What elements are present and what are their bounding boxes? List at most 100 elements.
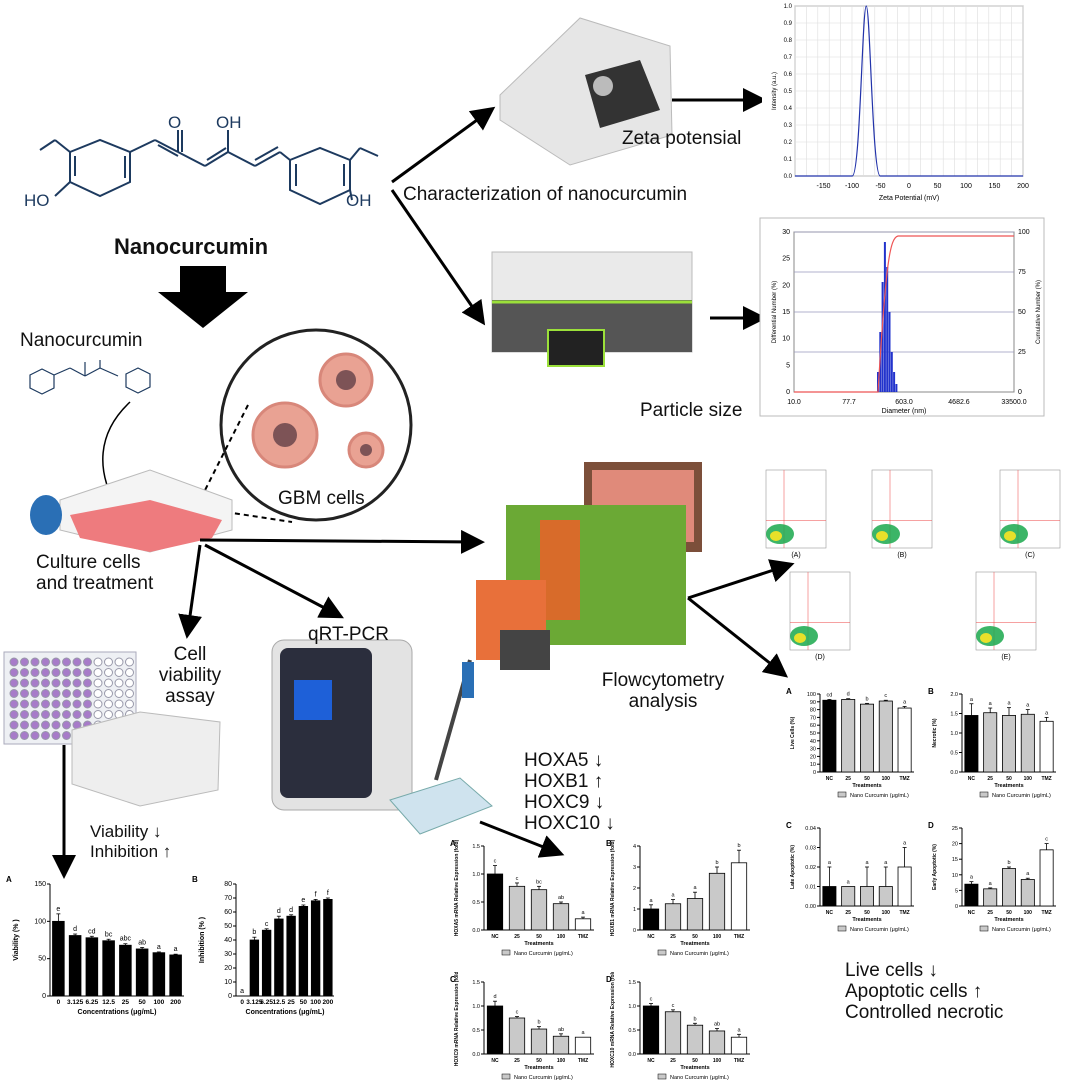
- bar: [983, 712, 998, 773]
- significance-letter: cd: [88, 928, 96, 935]
- y-tick-label: 0.0: [472, 1052, 480, 1058]
- x-tick-label: 25: [845, 910, 851, 916]
- necrotic-chart: B0.00.51.01.52.0aNCa25a50a100aTMZTreatme…: [928, 687, 1056, 799]
- bar: [169, 954, 182, 997]
- significance-letter: a: [865, 860, 869, 866]
- size-ytick-right: 25: [1018, 349, 1026, 356]
- y-axis-label: Inhibition (% ): [199, 917, 206, 963]
- y-axis-label: Late Apoptotic (%): [790, 845, 796, 889]
- y-tick-label: 10: [810, 762, 816, 768]
- bar: [286, 915, 296, 997]
- y-tick-label: 0.5: [472, 900, 480, 906]
- x-tick-label: TMZ: [899, 910, 909, 916]
- x-tick-label: TMZ: [899, 776, 909, 782]
- significance-letter: a: [1007, 701, 1011, 707]
- bar: [1039, 849, 1054, 907]
- significance-letter: d: [847, 692, 850, 698]
- y-axis-label: HOXC9 mRNA Relative Expression (fold): [454, 972, 460, 1066]
- x-tick-label: 50: [1006, 776, 1012, 782]
- bar: [730, 862, 748, 931]
- x-tick-label: 50: [300, 999, 308, 1006]
- y-tick-label: 60: [224, 909, 232, 916]
- significance-letter: d: [493, 994, 496, 1000]
- y-tick-label: 0: [813, 770, 816, 776]
- bar: [686, 898, 704, 931]
- panel-letter: D: [928, 821, 934, 830]
- size-bar: [886, 267, 889, 392]
- significance-letter: a: [671, 893, 675, 899]
- x-tick-label: 25: [670, 934, 676, 940]
- particle-size-label: Particle size: [640, 400, 743, 421]
- bar: [964, 883, 979, 907]
- bar: [860, 703, 874, 773]
- zeta-ylabel: Intensity (a.u.): [772, 72, 778, 110]
- y-tick-label: 40: [810, 739, 816, 745]
- bar: [841, 886, 856, 907]
- y-tick-label: 0.5: [628, 1028, 636, 1034]
- y-tick-label: 1.0: [472, 872, 480, 878]
- x-tick-label: 25: [514, 934, 520, 940]
- x-axis-label: Treatments: [524, 1065, 553, 1071]
- significance-letter: a: [581, 1030, 585, 1036]
- significance-letter: ab: [138, 939, 146, 946]
- significance-letter: a: [649, 898, 653, 904]
- size-ytick-right: 50: [1018, 309, 1026, 316]
- zeta-xtick: 0: [907, 183, 911, 190]
- x-tick-label: TMZ: [578, 934, 588, 940]
- hoxc10-chart: D0.00.51.01.5cNCc25b50ab100aTMZTreatment…: [606, 972, 750, 1081]
- panel-letter: D: [606, 975, 612, 984]
- zeta-label: Zeta potensial: [622, 128, 742, 149]
- bar: [1002, 715, 1016, 773]
- bar: [878, 700, 893, 773]
- y-tick-label: 100: [34, 918, 46, 925]
- size-xtick: 77.7: [842, 399, 856, 406]
- bar: [261, 929, 272, 997]
- size-bar: [893, 372, 896, 392]
- panel-letter: B: [192, 875, 198, 884]
- x-tick-label: NC: [968, 776, 976, 782]
- x-axis-label: Treatments: [994, 783, 1023, 789]
- significance-letter: d: [289, 907, 293, 914]
- panel-letter: A: [6, 875, 12, 884]
- significance-letter: f: [315, 891, 317, 898]
- bar: [686, 1024, 704, 1055]
- genes-label: HOXA5 ↓HOXB1 ↑HOXC9 ↓HOXC10 ↓: [524, 750, 615, 834]
- zeta-ytick: 0.3: [784, 123, 793, 129]
- legend-label: Nano Curcumin (μg/mL): [850, 793, 909, 799]
- y-tick-label: 2.0: [950, 692, 958, 698]
- x-tick-label: 100: [713, 1058, 722, 1064]
- zeta-xtick: -100: [845, 183, 859, 190]
- x-axis-label: Treatments: [852, 917, 881, 923]
- x-tick-label: 50: [692, 934, 698, 940]
- bar: [52, 920, 65, 997]
- bar: [530, 1028, 548, 1055]
- y-tick-label: 70: [810, 715, 816, 721]
- legend-label: Nano Curcumin (μg/mL): [992, 927, 1051, 933]
- y-axis-label: Viability (% ): [13, 919, 20, 961]
- significance-letter: a: [970, 697, 974, 703]
- bar: [102, 940, 115, 997]
- x-tick-label: TMZ: [1041, 910, 1051, 916]
- significance-letter: c: [672, 1003, 675, 1009]
- size-ytick-left: 25: [782, 256, 790, 263]
- y-tick-label: 1: [633, 907, 636, 913]
- x-tick-label: 3.125: [67, 999, 84, 1006]
- big-down-arrow: [158, 266, 248, 328]
- x-axis-label: Treatments: [852, 783, 881, 789]
- y-tick-label: 25: [952, 826, 958, 832]
- zeta-xtick: 100: [960, 183, 972, 190]
- bar: [135, 948, 149, 997]
- bar: [1020, 879, 1035, 907]
- bar: [68, 935, 82, 997]
- significance-letter: c: [1045, 837, 1048, 843]
- zeta-xtick: -50: [875, 183, 885, 190]
- x-tick-label: TMZ: [734, 934, 744, 940]
- x-tick-label: NC: [826, 910, 834, 916]
- size-ytick-left: 5: [786, 362, 790, 369]
- significance-letter: b: [693, 1016, 696, 1022]
- bar: [323, 898, 333, 997]
- panel-letter: A: [450, 839, 456, 848]
- chem-ho: HO: [24, 191, 50, 210]
- significance-letter: ab: [558, 1027, 564, 1033]
